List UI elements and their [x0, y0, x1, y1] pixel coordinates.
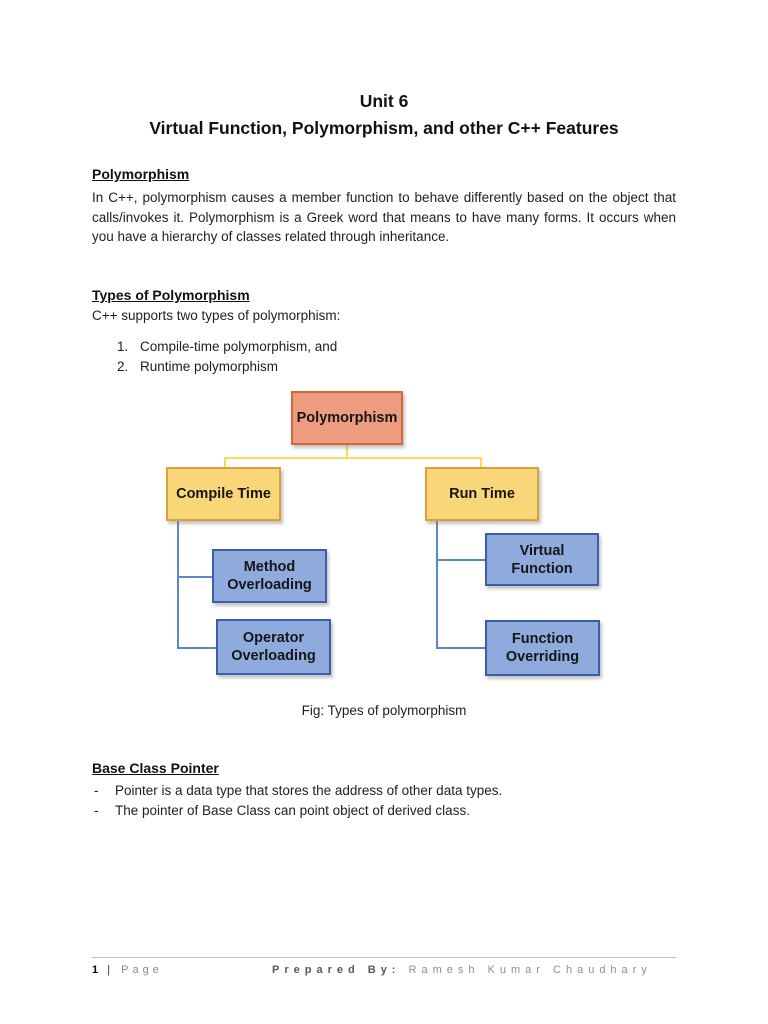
document-title: Unit 6 Virtual Function, Polymorphism, a…: [0, 88, 768, 142]
connector-compile-stub: [224, 457, 226, 468]
numbered-list: 1. Compile-time polymorphism, and 2. Run…: [92, 337, 676, 377]
node-function-overriding: Function Overriding: [485, 620, 600, 676]
bullet-marker: -: [94, 803, 99, 818]
section-paragraph: In C++, polymorphism causes a member fun…: [92, 190, 676, 244]
page-number-label: 1 | Page: [92, 964, 163, 976]
bullet-list: - Pointer is a data type that stores the…: [92, 781, 676, 821]
section-heading: Types of Polymorphism: [92, 287, 250, 303]
connector-root-stub: [346, 445, 348, 458]
page-word: Page: [121, 964, 163, 976]
page-number: 1: [92, 964, 101, 976]
footer-row: 1 | Page Prepared By: Ramesh Kumar Chaud…: [92, 958, 676, 980]
title-line-2: Virtual Function, Polymorphism, and othe…: [149, 118, 619, 138]
list-item: 2. Runtime polymorphism: [92, 357, 676, 377]
prepared-by-label: Prepared By:: [272, 964, 401, 976]
list-item: - Pointer is a data type that stores the…: [92, 781, 676, 801]
page-number-separator: |: [107, 964, 115, 976]
connector-overriding-branch: [436, 647, 486, 649]
list-item-text: Runtime polymorphism: [140, 359, 279, 374]
figure-caption: Fig: Types of polymorphism: [301, 703, 467, 718]
list-item: - The pointer of Base Class can point ob…: [92, 801, 676, 821]
section-heading: Base Class Pointer: [92, 760, 219, 776]
section-intro: C++ supports two types of polymorphism:: [92, 308, 341, 323]
list-item-text: Pointer is a data type that stores the a…: [115, 783, 503, 798]
list-item-number: 1.: [117, 339, 129, 354]
section-types-of-polymorphism: Types of Polymorphism C++ supports two t…: [92, 287, 676, 377]
connector-root-horizontal: [224, 457, 482, 459]
node-virtual-function: Virtual Function: [485, 533, 599, 586]
connector-compile-vertical: [177, 521, 179, 649]
node-compile-time: Compile Time: [166, 467, 281, 521]
connector-operator-branch: [177, 647, 217, 649]
section-base-class-pointer: Base Class Pointer - Pointer is a data t…: [92, 760, 676, 821]
title-line-1: Unit 6: [359, 91, 409, 111]
author-name: Ramesh Kumar Chaudhary: [408, 964, 652, 976]
list-item-text: Compile-time polymorphism, and: [140, 339, 338, 354]
node-operator-overloading: Operator Overloading: [216, 619, 331, 675]
page-footer: 1 | Page Prepared By: Ramesh Kumar Chaud…: [92, 957, 676, 980]
prepared-by: Prepared By: Ramesh Kumar Chaudhary: [272, 964, 652, 976]
bullet-marker: -: [94, 783, 99, 798]
connector-method-branch: [177, 576, 213, 578]
list-item-text: The pointer of Base Class can point obje…: [115, 803, 470, 818]
polymorphism-flowchart: Polymorphism Compile Time Run Time Metho…: [0, 391, 768, 678]
connector-virtual-branch: [436, 559, 486, 561]
node-method-overloading: Method Overloading: [212, 549, 327, 603]
list-item-number: 2.: [117, 359, 129, 374]
section-polymorphism: Polymorphism In C++, polymorphism causes…: [92, 166, 676, 247]
connector-runtime-stub: [480, 457, 482, 468]
connector-runtime-vertical: [436, 521, 438, 649]
section-heading: Polymorphism: [92, 166, 190, 182]
list-item: 1. Compile-time polymorphism, and: [92, 337, 676, 357]
node-run-time: Run Time: [425, 467, 539, 521]
node-polymorphism: Polymorphism: [291, 391, 403, 445]
